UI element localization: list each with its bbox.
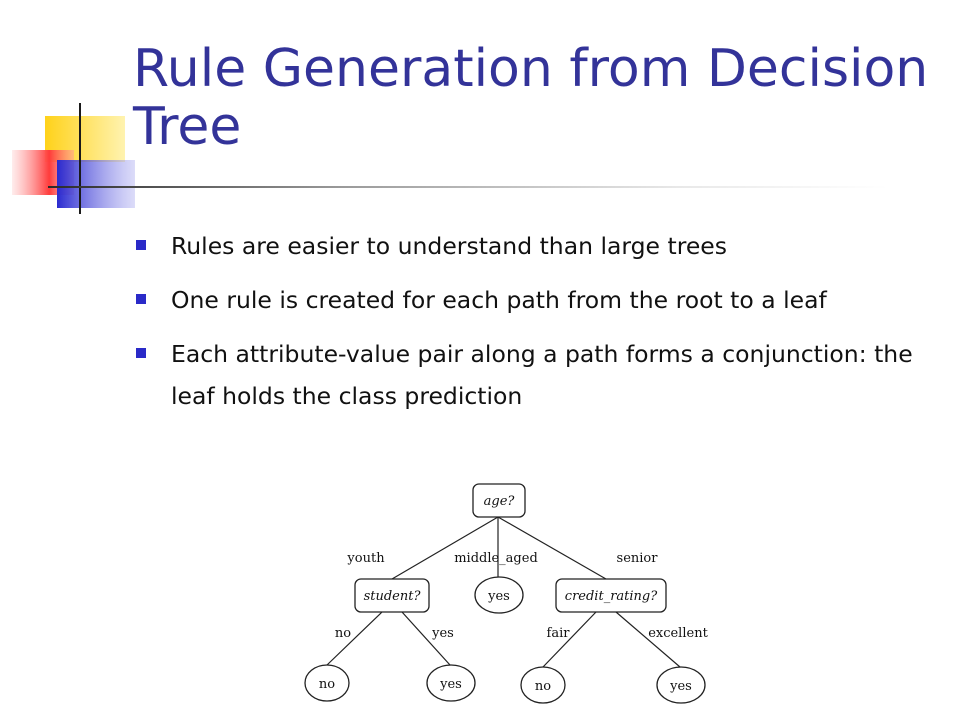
student-node-label: student? (364, 589, 422, 604)
slide-title: Rule Generation from Decision Tree (133, 39, 929, 157)
bullet-square-icon (136, 294, 146, 304)
bullet-text: Each attribute-value pair along a path f… (171, 340, 913, 410)
branch-label-senior: senior (617, 551, 659, 566)
branch-label-student-yes: yes (431, 626, 454, 641)
corner-decoration (0, 0, 260, 230)
decision-tree-diagram: age? youth middle_aged senior student? y… (304, 483, 709, 704)
edge-student-no (326, 611, 383, 666)
bullet-text: One rule is created for each path from t… (171, 286, 827, 314)
branch-label-middle-aged: middle_aged (454, 551, 538, 566)
edge-credit-fair (542, 611, 597, 668)
corner-decoration-graphic (12, 103, 135, 214)
branch-label-youth: youth (346, 551, 385, 566)
leaf-student-yes (426, 664, 476, 702)
leaf-middle-aged (474, 576, 524, 614)
leaf-credit-excellent-label: yes (669, 679, 692, 694)
deco-blue-square (57, 160, 135, 208)
leaf-student-no-label: no (319, 677, 335, 692)
bullet-item: Each attribute-value pair along a path f… (134, 333, 934, 417)
edge-credit-excellent (615, 611, 681, 668)
edge-root-student (391, 516, 499, 580)
bullet-square-icon (136, 348, 146, 358)
leaf-credit-excellent (656, 666, 706, 704)
leaf-student-yes-label: yes (439, 677, 462, 692)
edge-student-yes (401, 611, 451, 666)
bullet-item: Rules are easier to understand than larg… (134, 225, 934, 267)
title-underline (48, 186, 888, 188)
branch-label-fair: fair (547, 626, 571, 641)
leaf-middle-aged-label: yes (487, 589, 510, 604)
leaf-student-no (304, 664, 350, 702)
branch-label-student-no: no (335, 626, 351, 641)
bullet-square-icon (136, 240, 146, 250)
student-node (354, 578, 430, 613)
bullet-text: Rules are easier to understand than larg… (171, 232, 728, 260)
leaf-credit-fair-label: no (535, 679, 551, 694)
root-node-label: age? (484, 494, 516, 509)
bullet-list: Rules are easier to understand than larg… (134, 225, 934, 429)
branch-label-excellent: excellent (648, 626, 708, 641)
root-node (472, 483, 526, 518)
credit-rating-node (555, 578, 667, 613)
bullet-item: One rule is created for each path from t… (134, 279, 934, 321)
leaf-credit-fair (520, 666, 566, 704)
credit-rating-node-label: credit_rating? (565, 589, 658, 604)
edge-root-credit (497, 516, 607, 580)
